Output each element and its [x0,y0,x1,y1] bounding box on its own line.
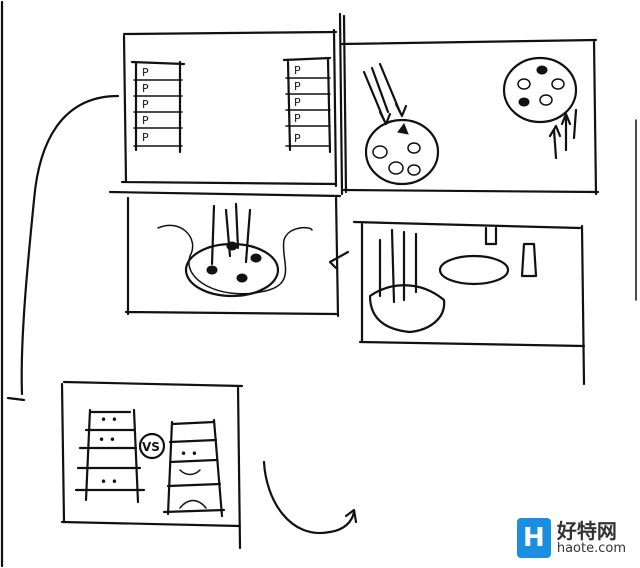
watermark-site-name: 好特网 [556,518,617,543]
svg-text:• •: • • [180,447,198,461]
left-card-stack: P P P P P [130,60,186,154]
right-circle [502,56,578,124]
watermark-text: 好特网 haote.com [557,520,626,556]
right-card-label: P [294,64,301,77]
svg-text:• •: • • [100,413,118,427]
svg-text:• •: • • [100,475,118,489]
panel-5-versus: • • • • • • VS • • [6,380,244,550]
left-card-label: P [142,82,149,95]
panel-2-flame-circles [338,12,600,196]
watermark-url: haote.com [556,540,626,556]
panel-4-table-scene [328,220,586,386]
right-card-label: P [294,112,301,125]
left-circle [364,118,440,186]
left-card-label: P [142,66,149,79]
right-card-label: P [294,96,301,109]
arrow-panel1-to-panel5 [20,94,120,396]
vs-circle [138,432,166,460]
plate [438,254,510,286]
left-card-label: P [142,114,149,127]
right-card-stack: P P P P P [282,56,332,154]
flow-arrows [20,94,358,535]
right-card-label: P [294,132,301,145]
vs-label: VS [142,440,160,454]
center-circle [184,242,280,298]
svg-text:• •: • • [98,433,116,447]
left-card-label: P [142,131,149,144]
site-watermark: H 好特网 haote.com [516,518,626,558]
panel-1-card-columns: P P P P P P P P P P [120,28,338,188]
panel-3-flames-in-circle [108,190,342,318]
haote-logo-icon: H [516,518,551,558]
left-card-label: P [142,98,149,111]
arrow-panel5-to-watermark [262,460,356,535]
right-card-label: P [294,80,301,93]
